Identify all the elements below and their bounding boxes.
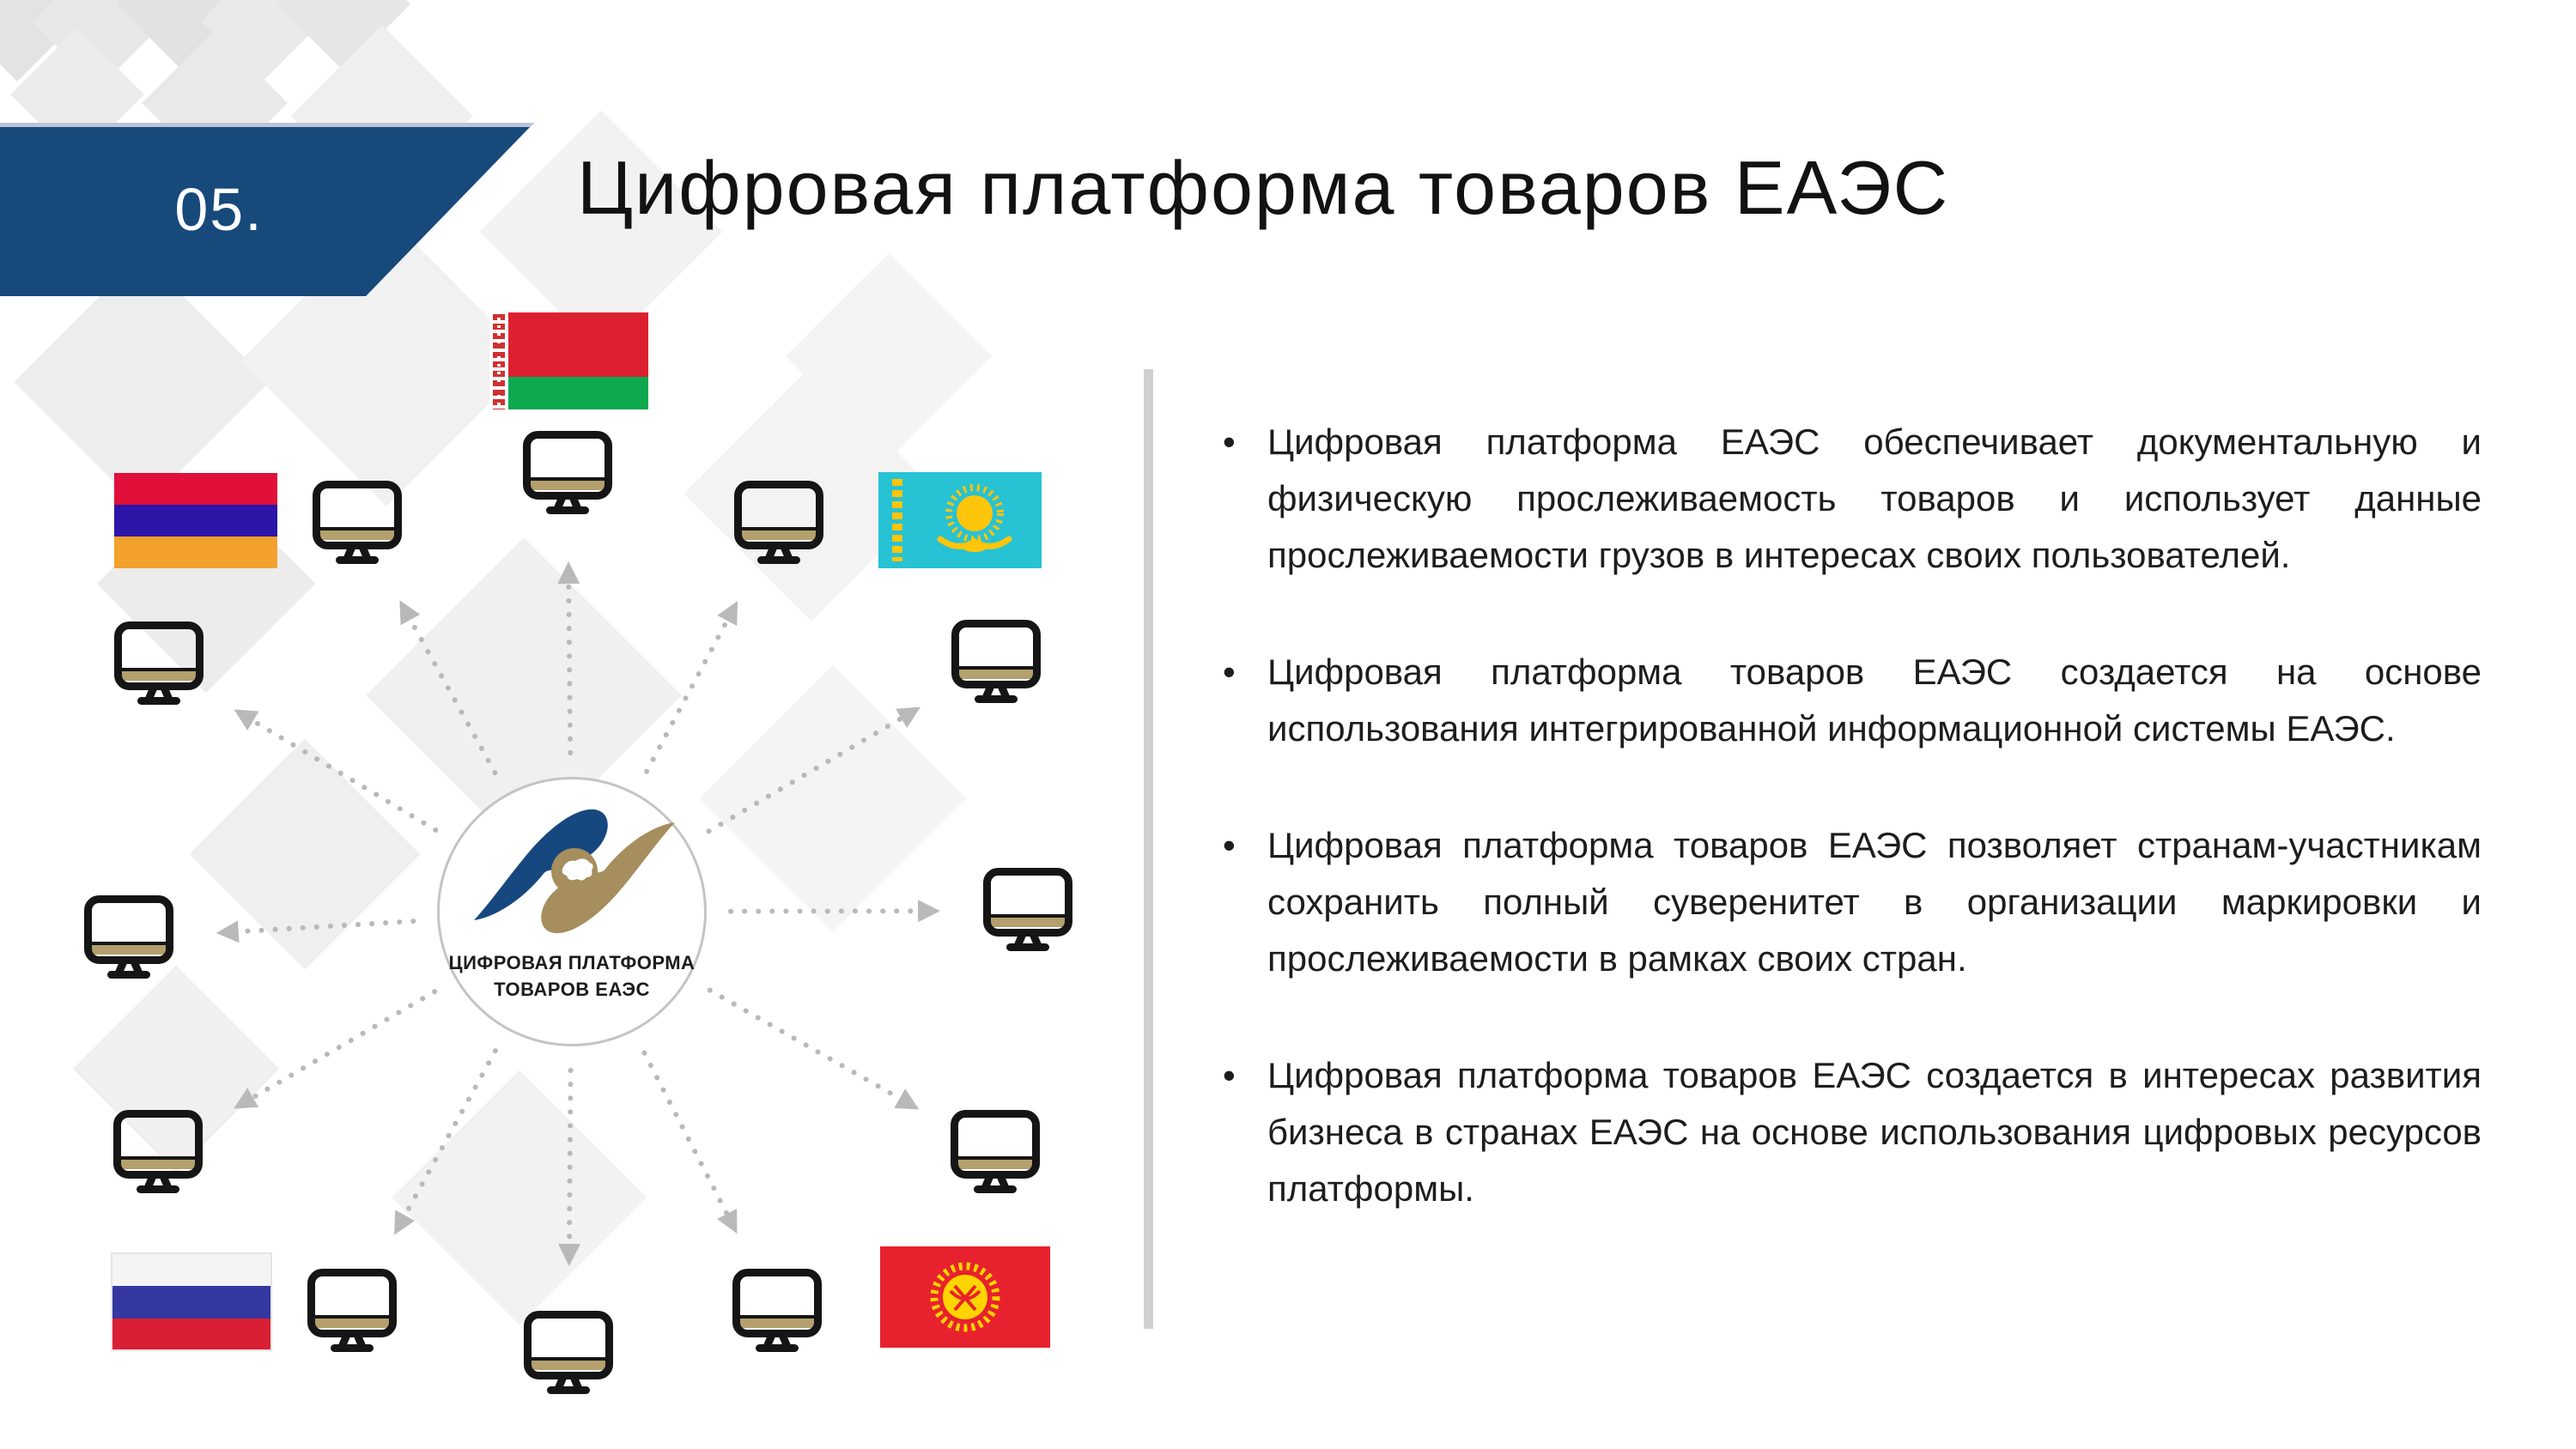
monitor-icon xyxy=(734,481,823,564)
hub-label-line1: ЦИФРОВАЯ ПЛАТФОРМА xyxy=(448,952,696,973)
hub-circle: ЦИФРОВАЯ ПЛАТФОРМА ТОВАРОВ ЕАЭС xyxy=(437,777,707,1046)
banner-highlight-line xyxy=(0,123,534,127)
bullet-item: Цифровая платформа товаров ЕАЭС создаетс… xyxy=(1219,1047,2482,1217)
monitor-icon xyxy=(113,1110,203,1193)
monitor-icon xyxy=(307,1269,397,1352)
eaeu-logo-icon xyxy=(474,809,675,934)
flag-kyrgyzstan-icon xyxy=(880,1246,1050,1348)
monitor-icon xyxy=(732,1269,822,1352)
monitor-icon xyxy=(983,868,1072,951)
monitor-icon xyxy=(313,481,402,564)
flag-russia-icon xyxy=(111,1252,272,1351)
monitor-icon xyxy=(84,895,173,979)
bullet-item: Цифровая платформа ЕАЭС обеспечивает док… xyxy=(1219,414,2482,584)
flag-belarus-icon xyxy=(489,312,648,409)
flag-kazakhstan-icon xyxy=(878,472,1042,568)
monitor-icon xyxy=(114,621,204,705)
section-divider xyxy=(1144,369,1153,1329)
bullet-list: Цифровая платформа ЕАЭС обеспечивает док… xyxy=(1219,414,2482,1277)
hub-label: ЦИФРОВАЯ ПЛАТФОРМА ТОВАРОВ ЕАЭС xyxy=(440,949,704,1003)
flag-armenia-icon xyxy=(114,473,277,568)
connection-arrows xyxy=(216,561,941,1267)
monitor-icon xyxy=(523,431,612,514)
slide-number-banner: 05. xyxy=(0,123,534,296)
slide-number: 05. xyxy=(174,176,264,243)
monitor-icon xyxy=(524,1311,613,1394)
hub-label-line2: ТОВАРОВ ЕАЭС xyxy=(494,979,650,1000)
page-title: Цифровая платформа товаров ЕАЭС xyxy=(577,145,1950,230)
bullet-item: Цифровая платформа товаров ЕАЭС создаетс… xyxy=(1219,644,2482,757)
monitor-icon xyxy=(951,620,1041,703)
bullet-item: Цифровая платформа товаров ЕАЭС позволяе… xyxy=(1219,817,2482,987)
monitor-icon xyxy=(951,1110,1040,1193)
